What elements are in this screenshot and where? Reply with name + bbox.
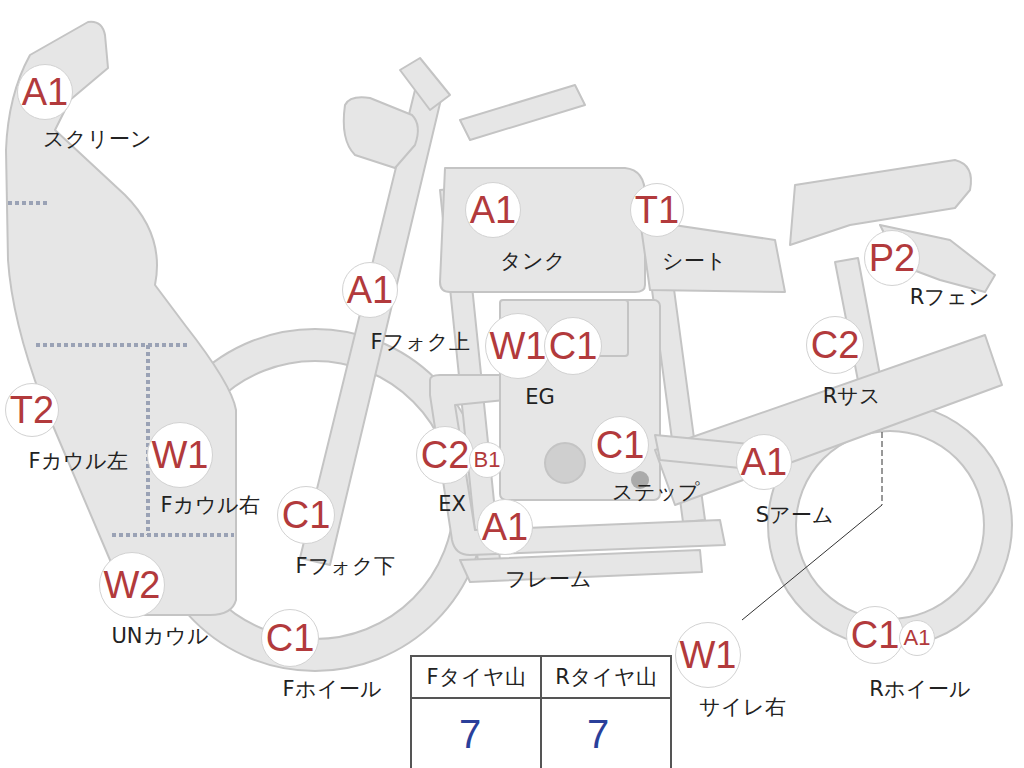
callout-code: C2 [811,326,860,364]
callout-circle: C1 [591,416,649,474]
callout-code: W1 [490,327,547,365]
part-name: EX [438,493,466,516]
callout-code: P2 [869,239,915,277]
part-name: スクリーン [43,128,152,151]
callout-circle: C1 [261,609,319,667]
callout-code: C1 [851,616,900,654]
part-name: Fカウル右 [160,494,259,517]
callout-circle: W1 [147,422,213,488]
part-name: タンク [500,250,566,273]
callout-code: T1 [635,191,679,229]
callout-circle: A1 [17,64,73,120]
callout-circle: A1 [465,182,521,238]
callout-circle: A1 [342,262,398,318]
callout-code: C1 [266,619,315,657]
callout-code: C1 [549,327,598,365]
callout-code: A1 [482,508,528,546]
part-name: サイレ右 [699,696,786,719]
part-name: Rサス [823,385,882,408]
callout-code: C1 [596,426,645,464]
callout-code: C2 [421,436,470,474]
part-name: EG [525,386,555,409]
callout-circle: P2 [864,230,920,286]
table-value: 7 [587,712,609,756]
callout-circle: W1 [675,622,741,688]
callout-code: A1 [347,271,393,309]
callout-code: T2 [10,391,54,429]
part-name: Fタイヤ山 [426,666,525,689]
callout-circle: B1 [469,442,505,478]
part-name: Rホイール [869,678,971,701]
callout-circle: T1 [630,183,684,237]
callout-circle: C1 [846,606,904,664]
part-name: Fカウル左 [28,450,127,473]
part-name: フレーム [505,568,592,591]
callout-code: A1 [470,191,516,229]
callout-code: W1 [680,636,737,674]
table-value: 7 [459,712,481,756]
callout-circle: C1 [544,317,602,375]
callout-circle: A1 [736,434,792,490]
part-name: UNカウル [111,625,208,648]
callout-code: A1 [22,73,68,111]
part-name: Sアーム [756,504,834,527]
callout-circle: C2 [806,316,864,374]
callout-code: B1 [474,449,501,471]
part-name: Fフォク下 [295,555,394,578]
callout-circle: A1 [477,499,533,555]
part-name: ステップ [612,481,700,504]
callout-code: W1 [152,436,209,474]
part-name: シート [662,250,727,273]
callout-code: A1 [904,627,931,649]
callout-code: W2 [104,566,161,604]
part-name: Fホイール [282,678,381,701]
callout-circle: W2 [99,552,165,618]
part-name: Rフェン [910,286,991,309]
callout-circle: A1 [899,620,935,656]
callout-code: C1 [282,496,331,534]
part-name: Fフォク上 [370,331,469,354]
callout-circle: C2 [416,426,474,484]
callout-circle: T2 [5,383,59,437]
callout-circle: C1 [277,486,335,544]
callout-circle: W1 [485,313,551,379]
callout-code: A1 [741,443,787,481]
part-name: Rタイヤ山 [555,666,657,689]
